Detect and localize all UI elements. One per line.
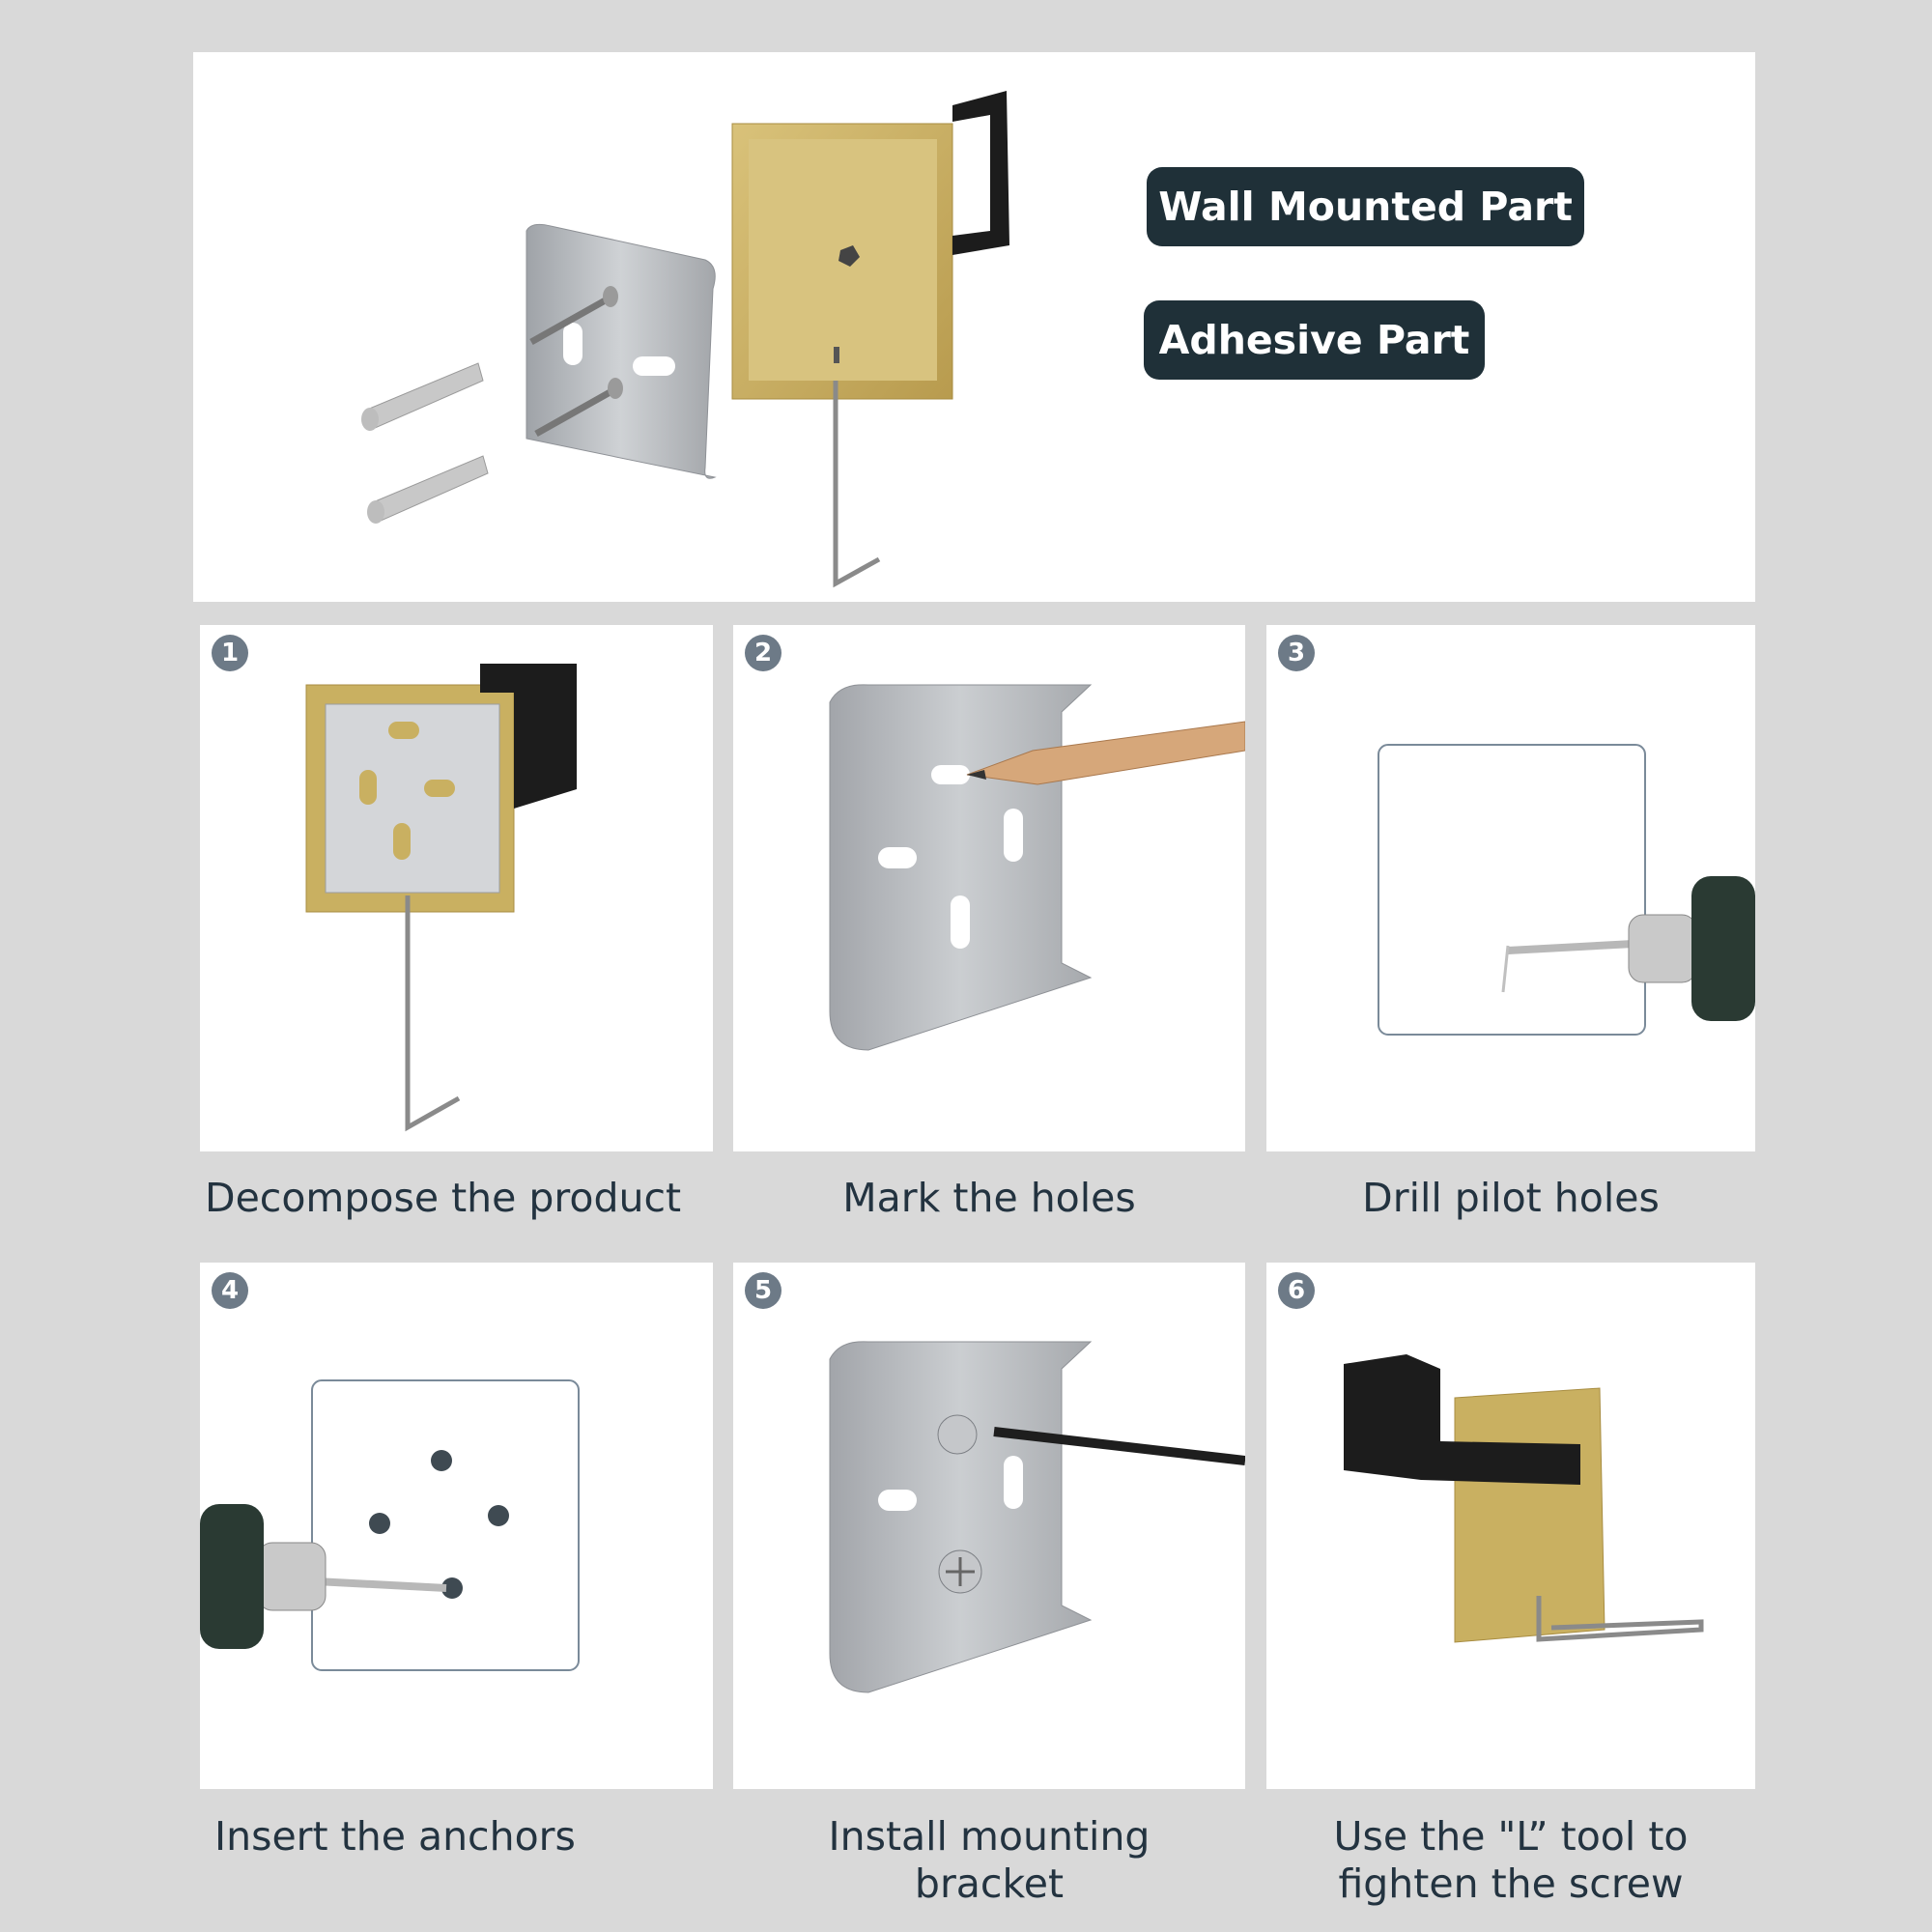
screw xyxy=(529,286,618,346)
step-2-panel: 2 xyxy=(733,625,1245,1151)
decompose-illustration xyxy=(305,664,577,1132)
caption-line: bracket xyxy=(914,1861,1065,1907)
exploded-view-panel: Wall Mounted Part Adhesive Part xyxy=(193,52,1755,602)
wall-anchor xyxy=(361,362,484,431)
step-1-panel: 1 xyxy=(200,625,713,1151)
mounting-bracket xyxy=(526,223,717,479)
caption-line: Install mounting xyxy=(828,1813,1151,1860)
caption-line: fighten the screw xyxy=(1338,1861,1684,1907)
install-bracket-illustration xyxy=(829,1341,1245,1693)
caption-line: Use the "L” tool to xyxy=(1333,1813,1689,1860)
allen-key xyxy=(833,381,881,588)
step-number-badge: 4 xyxy=(212,1272,248,1309)
drill-pilot-holes-illustration xyxy=(1378,744,1755,1036)
step-1-caption: Decompose the product xyxy=(205,1175,682,1221)
mark-holes-illustration xyxy=(829,684,1245,1051)
step-3-caption: Drill pilot holes xyxy=(1362,1175,1660,1221)
tighten-screw-illustration xyxy=(1344,1354,1704,1643)
brass-base-plate xyxy=(731,123,953,400)
step-number-badge: 3 xyxy=(1278,635,1315,671)
wall-anchor xyxy=(367,455,489,524)
step-4-caption: Insert the anchors xyxy=(214,1813,576,1860)
step-2-caption: Mark the holes xyxy=(842,1175,1136,1221)
step-4-panel: 4 xyxy=(200,1263,713,1789)
adhesive-part-label: Adhesive Part xyxy=(1144,300,1485,380)
step-6-panel: 6 xyxy=(1266,1263,1755,1789)
screw xyxy=(534,378,623,438)
black-hook xyxy=(952,91,1009,255)
insert-anchors-illustration xyxy=(200,1379,580,1671)
step-number-badge: 2 xyxy=(745,635,781,671)
step-3-panel: 3 xyxy=(1266,625,1755,1151)
step-6-caption: Use the "L” tool to fighten the screw xyxy=(1266,1813,1755,1908)
step-number-badge: 5 xyxy=(745,1272,781,1309)
exploded-parts-illustration xyxy=(361,91,1009,588)
step-5-panel: 5 xyxy=(733,1263,1245,1789)
wall-mounted-part-label: Wall Mounted Part xyxy=(1147,167,1584,246)
step-5-caption: Install mounting bracket xyxy=(733,1813,1245,1908)
step-number-badge: 6 xyxy=(1278,1272,1315,1309)
step-number-badge: 1 xyxy=(212,635,248,671)
